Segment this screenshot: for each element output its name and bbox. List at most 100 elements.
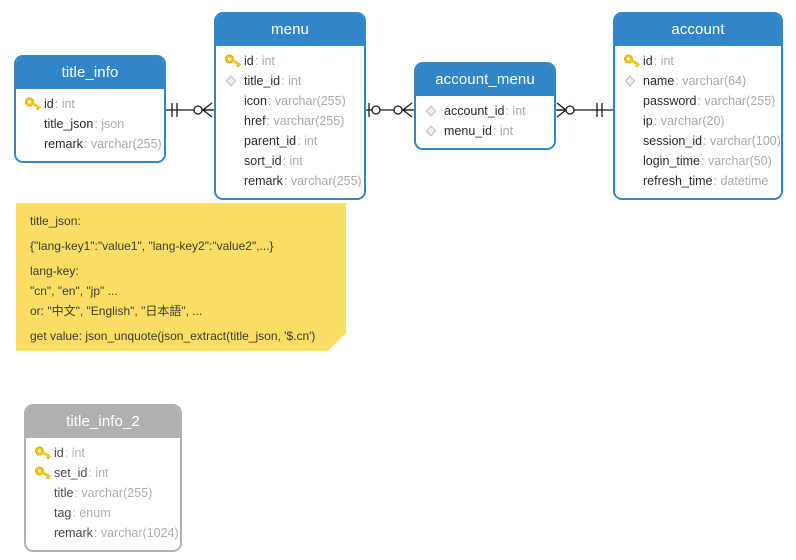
key-icon	[623, 53, 641, 69]
entity-title_info[interactable]: title_info id: int title_json: json rema…	[14, 55, 166, 163]
field-name: login_time	[643, 154, 700, 168]
entity-menu[interactable]: menu id: int title_id: int i	[214, 12, 366, 200]
entity-title_info_2[interactable]: title_info_2 id: int	[24, 404, 182, 552]
field-row[interactable]: menu_id: int	[416, 121, 554, 141]
field-type: varchar(64)	[682, 74, 747, 88]
note-line: lang-key:	[30, 264, 79, 278]
entity-title_info-fields: id: int title_json: json remark: varchar…	[16, 89, 164, 161]
field-name: title	[54, 486, 74, 500]
field-type: varchar(255)	[273, 114, 345, 128]
field-row[interactable]: remark: varchar(1024)	[26, 523, 180, 543]
field-name: remark	[54, 526, 93, 540]
key-icon	[34, 445, 52, 461]
field-name: href	[244, 114, 266, 128]
field-type: int	[512, 104, 526, 118]
field-type: int	[304, 134, 318, 148]
field-row[interactable]: href: varchar(255)	[216, 111, 364, 131]
field-name: name	[643, 74, 675, 88]
key-icon	[224, 53, 242, 69]
no-icon	[34, 505, 52, 521]
note-line: or: "中文", "English", "日本語", ...	[30, 304, 203, 318]
field-name: id	[643, 54, 653, 68]
field-name: password	[643, 94, 697, 108]
field-row[interactable]: remark: varchar(255)	[216, 171, 364, 191]
field-name: menu_id	[444, 124, 492, 138]
field-row[interactable]: sort_id: int	[216, 151, 364, 171]
field-row[interactable]: id: int	[615, 51, 781, 71]
field-row[interactable]: title_json: json	[16, 114, 164, 134]
note-line: "cn", "en", "jp" ...	[30, 284, 118, 298]
field-name: tag	[54, 506, 72, 520]
field-type: varchar(255)	[274, 94, 346, 108]
no-icon	[224, 173, 242, 189]
field-name: parent_id	[244, 134, 297, 148]
note-line: get value: json_unquote(json_extract(tit…	[30, 329, 316, 343]
field-row[interactable]: id: int	[16, 94, 164, 114]
field-row[interactable]: remark: varchar(255)	[16, 134, 164, 154]
field-name: account_id	[444, 104, 505, 118]
no-icon	[224, 153, 242, 169]
no-icon	[623, 133, 641, 149]
field-type: varchar(20)	[660, 114, 725, 128]
field-row[interactable]: parent_id: int	[216, 131, 364, 151]
entity-account[interactable]: account id: int name: varchar(64)	[613, 12, 783, 200]
field-row[interactable]: icon: varchar(255)	[216, 91, 364, 111]
field-row[interactable]: title: varchar(255)	[26, 483, 180, 503]
no-icon	[623, 93, 641, 109]
relationship-menu-account_menu	[365, 100, 415, 120]
no-icon	[623, 113, 641, 129]
field-type: varchar(255)	[81, 486, 153, 500]
entity-menu-fields: id: int title_id: int icon: varchar(255)…	[216, 46, 364, 198]
field-type: int	[289, 154, 303, 168]
note-line: title_json:	[30, 214, 81, 228]
field-type: int	[660, 54, 674, 68]
diamond-icon	[224, 73, 242, 89]
no-icon	[34, 525, 52, 541]
field-row[interactable]: id: int	[216, 51, 364, 71]
field-type: varchar(255)	[704, 94, 776, 108]
field-type: enum	[79, 506, 111, 520]
no-icon	[24, 136, 42, 152]
field-name: remark	[44, 137, 83, 151]
no-icon	[34, 485, 52, 501]
field-name: title_json	[44, 117, 94, 131]
entity-account_menu[interactable]: account_menu account_id: int menu_id: in…	[414, 62, 556, 150]
field-row[interactable]: set_id: int	[26, 463, 180, 483]
field-row[interactable]: tag: enum	[26, 503, 180, 523]
entity-title_info_2-title: title_info_2	[26, 406, 180, 438]
no-icon	[224, 113, 242, 129]
field-type: varchar(50)	[707, 154, 772, 168]
sticky-note-title_json[interactable]: title_json: {"lang-key1":"value1", "lang…	[16, 203, 346, 351]
no-icon	[623, 153, 641, 169]
field-name: id	[44, 97, 54, 111]
field-name: icon	[244, 94, 267, 108]
field-name: id	[54, 446, 64, 460]
field-type: int	[499, 124, 514, 138]
field-row[interactable]: title_id: int	[216, 71, 364, 91]
note-fold-corner	[328, 333, 346, 351]
field-row[interactable]: account_id: int	[416, 101, 554, 121]
field-row[interactable]: refresh_time: datetime	[615, 171, 781, 191]
key-icon	[24, 96, 42, 112]
no-icon	[24, 116, 42, 132]
diamond-icon	[424, 103, 442, 119]
field-type: varchar(255)	[90, 137, 162, 151]
field-type: varchar(1024)	[100, 526, 179, 540]
field-row[interactable]: password: varchar(255)	[615, 91, 781, 111]
field-row[interactable]: session_id: varchar(100)	[615, 131, 781, 151]
field-row[interactable]: login_time: varchar(50)	[615, 151, 781, 171]
field-type: datetime	[720, 174, 769, 188]
no-icon	[224, 133, 242, 149]
note-line: {"lang-key1":"value1", "lang-key2":"valu…	[30, 239, 274, 253]
field-type: int	[95, 466, 109, 480]
field-type: int	[61, 97, 75, 111]
field-row[interactable]: name: varchar(64)	[615, 71, 781, 91]
relationship-account_menu-account	[555, 100, 615, 120]
field-row[interactable]: ip: varchar(20)	[615, 111, 781, 131]
entity-account-fields: id: int name: varchar(64) password: varc…	[615, 46, 781, 198]
no-icon	[224, 93, 242, 109]
field-row[interactable]: id: int	[26, 443, 180, 463]
field-name: refresh_time	[643, 174, 713, 188]
field-type: json	[101, 117, 125, 131]
field-type: varchar(255)	[290, 174, 362, 188]
